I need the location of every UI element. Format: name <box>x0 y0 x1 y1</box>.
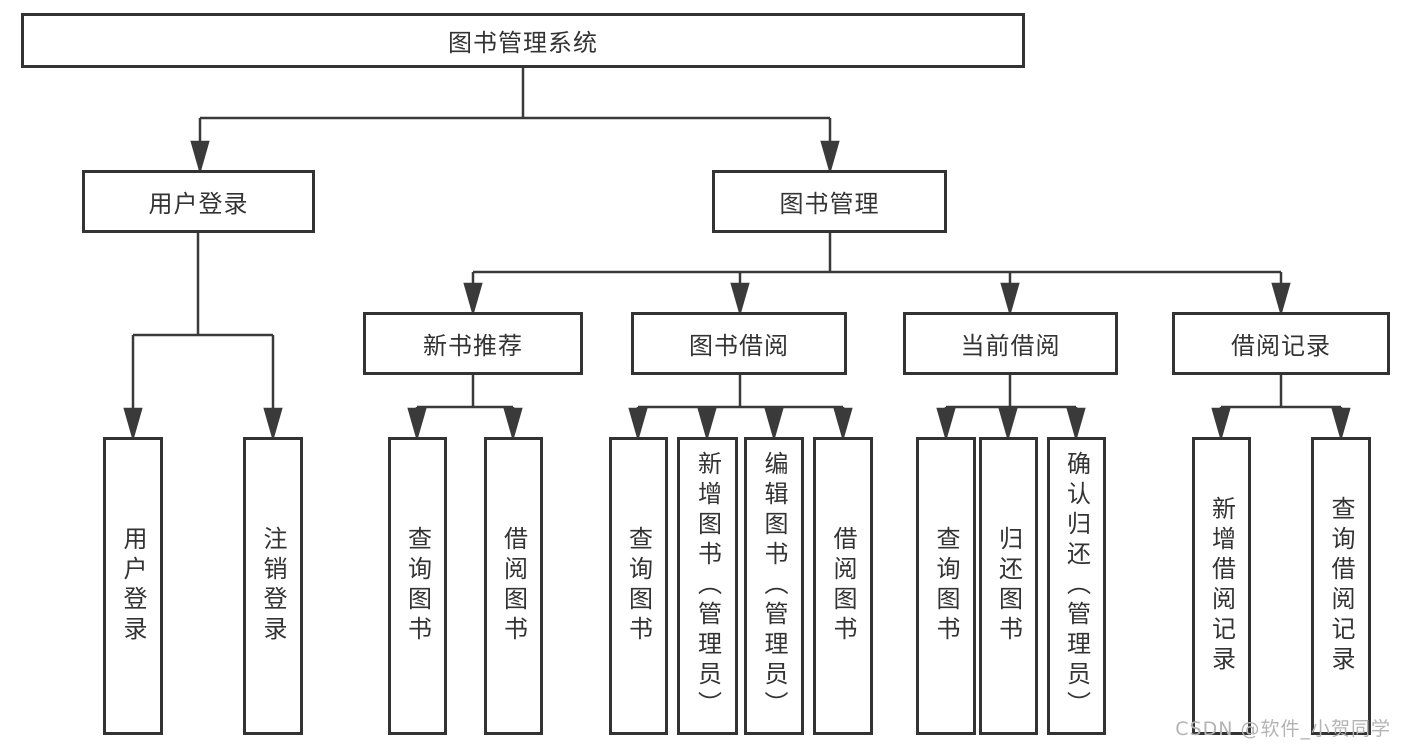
connector-new-book-children <box>407 375 523 442</box>
arrowhead-icon <box>1066 407 1086 442</box>
arrowhead-icon <box>1211 407 1231 442</box>
connector-borrow-record-children <box>1211 375 1351 442</box>
leaf-logout: 注销登录 <box>243 437 303 735</box>
arrowhead-icon <box>730 282 750 317</box>
leaf-confirm-return-admin: 确认归还（管理员） <box>1047 437 1106 735</box>
arrowhead-icon <box>190 140 210 175</box>
arrowhead-icon <box>1000 282 1020 317</box>
leaf-label: 注销登录 <box>259 526 287 646</box>
arrowhead-icon <box>628 407 648 442</box>
arrowhead-icon <box>936 407 956 442</box>
arrowhead-icon <box>764 407 784 442</box>
arrowhead-icon <box>503 407 523 442</box>
node-root-system: 图书管理系统 <box>21 13 1025 68</box>
leaf-label: 查询图书 <box>624 526 653 646</box>
arrowhead-icon <box>263 407 283 442</box>
arrowhead-icon <box>833 407 853 442</box>
leaf-label: 归还图书 <box>994 526 1023 646</box>
leaf-label: 借阅图书 <box>829 526 857 646</box>
leaf-label: 查询图书 <box>403 526 432 646</box>
node-current-borrow: 当前借阅 <box>903 312 1118 375</box>
leaf-query-borrow-record: 查询借阅记录 <box>1311 437 1371 735</box>
leaf-edit-book-admin: 编辑图书（管理员） <box>744 437 804 735</box>
arrowhead-icon <box>697 407 717 442</box>
leaf-query-book-current: 查询图书 <box>916 437 976 735</box>
connector-book-borrow-children <box>628 375 853 442</box>
node-user-login: 用户登录 <box>82 170 315 233</box>
leaf-label: 编辑图书（管理员） <box>760 451 788 721</box>
leaf-label: 确认归还（管理员） <box>1062 451 1091 721</box>
connector-current-borrow-children <box>936 375 1086 442</box>
leaf-label: 借阅图书 <box>499 526 528 646</box>
leaf-label: 新增图书（管理员） <box>693 451 722 721</box>
leaf-label: 用户登录 <box>119 526 147 646</box>
arrowhead-icon <box>820 140 840 175</box>
leaf-borrow-book: 借阅图书 <box>813 437 873 735</box>
leaf-user-login: 用户登录 <box>103 437 163 735</box>
leaf-query-book-borrow: 查询图书 <box>609 437 668 735</box>
node-book-management: 图书管理 <box>712 170 947 233</box>
connector-root-to-level2 <box>190 68 840 175</box>
connector-book-mgmt-children <box>463 232 1291 317</box>
node-borrow-records: 借阅记录 <box>1172 312 1390 375</box>
leaf-label: 查询借阅记录 <box>1327 496 1355 676</box>
arrowhead-icon <box>123 407 143 442</box>
leaf-borrow-book-recommend: 借阅图书 <box>484 437 543 735</box>
arrowhead-icon <box>463 282 483 317</box>
leaf-add-borrow-record: 新增借阅记录 <box>1192 437 1251 735</box>
arrowhead-icon <box>407 407 427 442</box>
node-new-book-recommend: 新书推荐 <box>363 312 583 375</box>
leaf-query-book-recommend: 查询图书 <box>388 437 447 735</box>
arrowhead-icon <box>1271 282 1291 317</box>
arrowhead-icon <box>1331 407 1351 442</box>
leaf-add-book-admin: 新增图书（管理员） <box>677 437 738 735</box>
leaf-label: 查询图书 <box>932 526 960 646</box>
arrowhead-icon <box>998 407 1018 442</box>
node-book-borrow: 图书借阅 <box>631 312 847 375</box>
leaf-return-book: 归还图书 <box>979 437 1038 735</box>
leaf-label: 新增借阅记录 <box>1207 496 1236 676</box>
csdn-watermark: CSDN @软件_小贺同学 <box>1175 718 1391 740</box>
connector-user-login-children <box>123 232 283 442</box>
